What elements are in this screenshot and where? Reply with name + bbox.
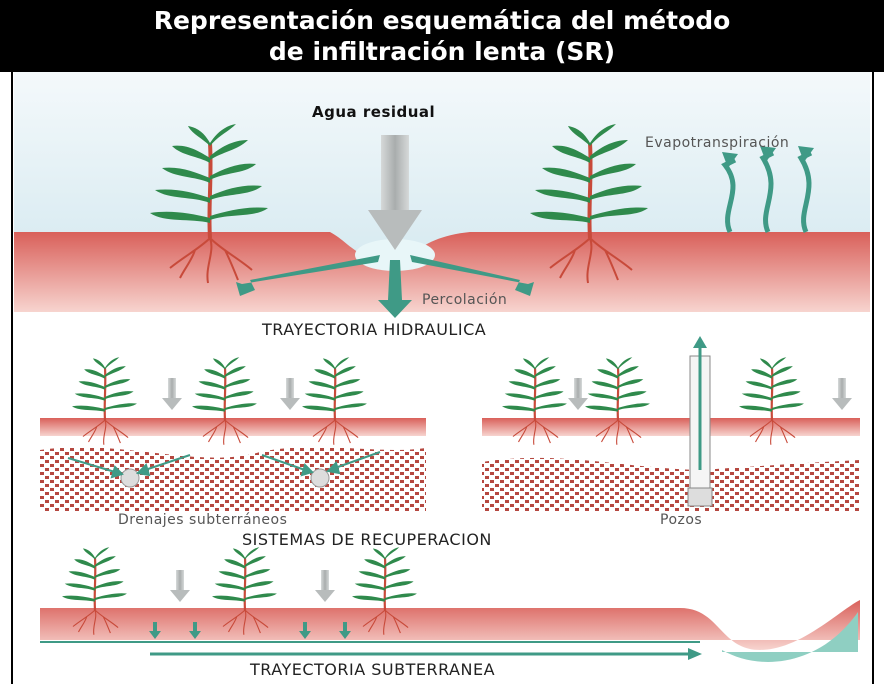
label-sistemas-recuperacion: SISTEMAS DE RECUPERACION: [242, 530, 492, 549]
recovery-right-gravel: [482, 458, 860, 512]
subsurface-flow-head: [688, 648, 702, 660]
gray-arrow-bot-1: [170, 570, 190, 602]
label-evapotranspiracion: Evapotranspiración: [645, 135, 789, 151]
gray-arrow-mid-4: [832, 378, 852, 410]
label-agua-residual: Agua residual: [312, 103, 435, 121]
label-drenajes: Drenajes subterráneos: [118, 512, 287, 528]
label-percolacion: Percolación: [422, 292, 507, 308]
label-pozos: Pozos: [660, 512, 702, 528]
gray-arrow-mid-3: [568, 378, 588, 410]
label-trayectoria-hidraulica: TRAYECTORIA HIDRAULICA: [262, 320, 486, 339]
recovery-right-soil: [482, 418, 860, 436]
well: [688, 336, 712, 506]
label-trayectoria-subterranea: TRAYECTORIA SUBTERRANEA: [250, 660, 495, 679]
drain-pipe-1: [121, 469, 139, 487]
gray-arrow-mid-2: [280, 378, 300, 410]
gray-arrow-mid-1: [162, 378, 182, 410]
gray-arrow-bot-2: [315, 570, 335, 602]
